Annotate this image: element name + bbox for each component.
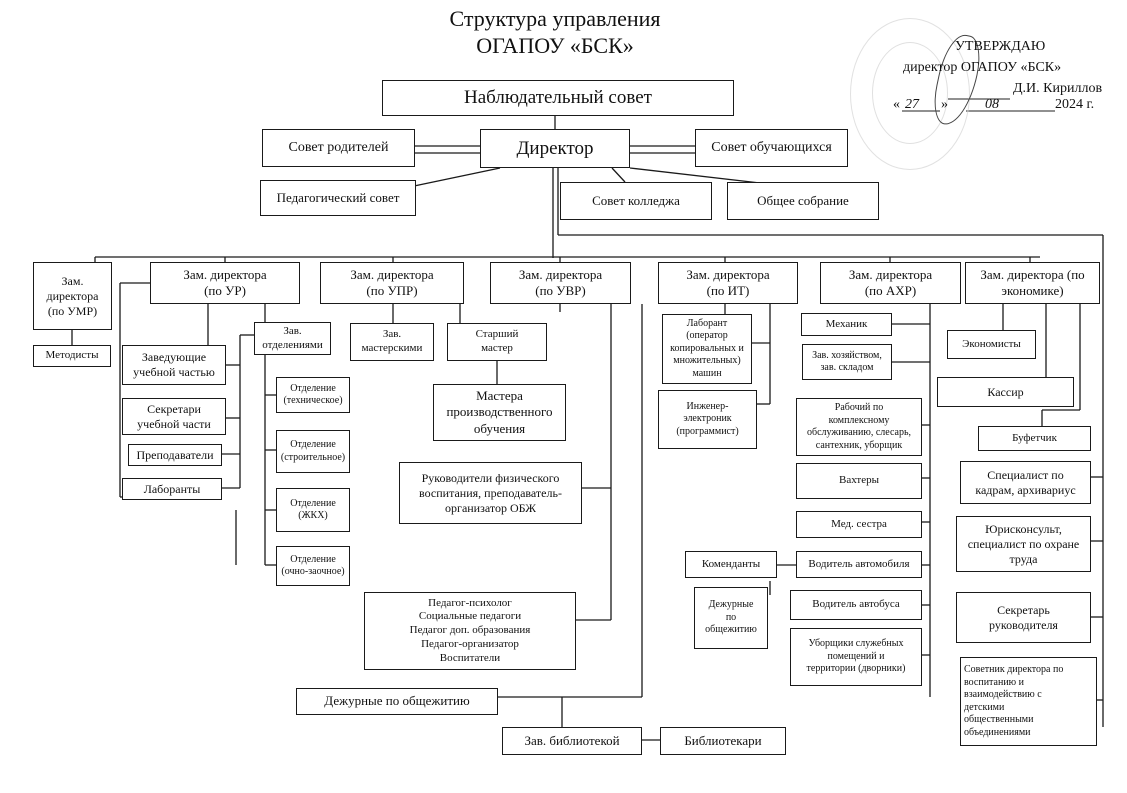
approval-date-month: 08: [985, 97, 999, 112]
director-box: Директор: [480, 129, 630, 168]
pedagogical-council-box: Педагогический совет: [260, 180, 416, 216]
head-workshops-box: Зав. мастерскими: [350, 323, 434, 361]
buffet-attendant-box: Буфетчик: [978, 426, 1091, 451]
dorm-duty-box: Дежурные по общежитию: [296, 688, 498, 715]
senior-master-box: Старший мастер: [447, 323, 547, 361]
cleaners-box: Уборщики служебных помещений и территори…: [790, 628, 922, 686]
deputy-ur-box: Зам. директора (по УР): [150, 262, 300, 304]
title-line-1: Структура управления: [449, 6, 661, 31]
deputy-uvr-box: Зам. директора (по УВР): [490, 262, 631, 304]
approval-date-year: 2024 г.: [1055, 97, 1095, 112]
production-masters-box: Мастера производственного обучения: [433, 384, 566, 441]
educators-box: Педагог-психолог Социальные педагоги Пед…: [364, 592, 576, 670]
deputy-upr-box: Зам. директора (по УПР): [320, 262, 464, 304]
approval-date-open: «: [893, 97, 900, 112]
edu-secretaries-box: Секретари учебной части: [122, 398, 226, 435]
parents-council-box: Совет родителей: [262, 129, 415, 167]
lab-assistants-box: Лаборанты: [122, 478, 222, 500]
deputy-it-box: Зам. директора (по ИТ): [658, 262, 798, 304]
commandants-box: Коменданты: [685, 551, 777, 578]
car-driver-box: Водитель автомобиля: [796, 551, 922, 578]
dorm-attendants-box: Дежурные по общежитию: [694, 587, 768, 649]
lab-operator-box: Лаборант (оператор копировальных и множи…: [662, 314, 752, 384]
teachers-box: Преподаватели: [128, 444, 222, 466]
head-edu-part-box: Заведующие учебной частью: [122, 345, 226, 385]
secretary-box: Секретарь руководителя: [956, 592, 1091, 643]
pe-heads-box: Руководители физического воспитания, пре…: [399, 462, 582, 524]
approval-name: Д.И. Кириллов: [1013, 81, 1103, 96]
student-council-box: Совет обучающихся: [695, 129, 848, 167]
approval-position: директор ОГАПОУ «БСК»: [903, 60, 1062, 75]
deputy-umr-box: Зам. директора (по УМР): [33, 262, 112, 330]
supervisory-board-box: Наблюдательный совет: [382, 80, 734, 116]
dept-construction-box: Отделение (строительное): [276, 430, 350, 473]
head-library-box: Зав. библиотекой: [502, 727, 642, 755]
head-departments-box: Зав. отделениями: [254, 322, 331, 355]
mechanic-box: Механик: [801, 313, 892, 336]
engineer-programmer-box: Инженер- электроник (программист): [658, 390, 757, 449]
nurse-box: Мед. сестра: [796, 511, 922, 538]
dept-technical-box: Отделение (техническое): [276, 377, 350, 413]
economists-box: Экономисты: [947, 330, 1036, 359]
approval-date-day: 27: [905, 97, 919, 112]
approval-heading: УТВЕРЖДАЮ: [955, 39, 1046, 54]
approval-date-close: »: [941, 97, 948, 112]
dept-housing-box: Отделение (ЖКХ): [276, 488, 350, 532]
official-seal: [850, 18, 970, 170]
deputy-econ-box: Зам. директора (по экономике): [965, 262, 1100, 304]
general-meeting-box: Общее собрание: [727, 182, 879, 220]
bus-driver-box: Водитель автобуса: [790, 590, 922, 620]
librarians-box: Библиотекари: [660, 727, 786, 755]
watchmen-box: Вахтеры: [796, 463, 922, 499]
lawyer-safety-box: Юрисконсульт, специалист по охране труда: [956, 516, 1091, 572]
hr-archivist-box: Специалист по кадрам, архивариус: [960, 461, 1091, 504]
official-seal-inner-ring: [872, 42, 948, 144]
maintenance-worker-box: Рабочий по комплексному обслуживанию, сл…: [796, 398, 922, 456]
methodists-box: Методисты: [33, 345, 111, 367]
cashier-box: Кассир: [937, 377, 1074, 407]
college-council-box: Совет колледжа: [560, 182, 712, 220]
deputy-ahr-box: Зам. директора (по АХР): [820, 262, 961, 304]
dept-extramural-box: Отделение (очно-заочное): [276, 546, 350, 586]
page-title: Структура управления ОГАПОУ «БСК»: [380, 6, 730, 60]
storekeeper-box: Зав. хозяйством, зав. складом: [802, 344, 892, 380]
director-advisor-box: Советник директора по воспитанию и взаим…: [960, 657, 1097, 746]
title-line-2: ОГАПОУ «БСК»: [476, 32, 634, 58]
